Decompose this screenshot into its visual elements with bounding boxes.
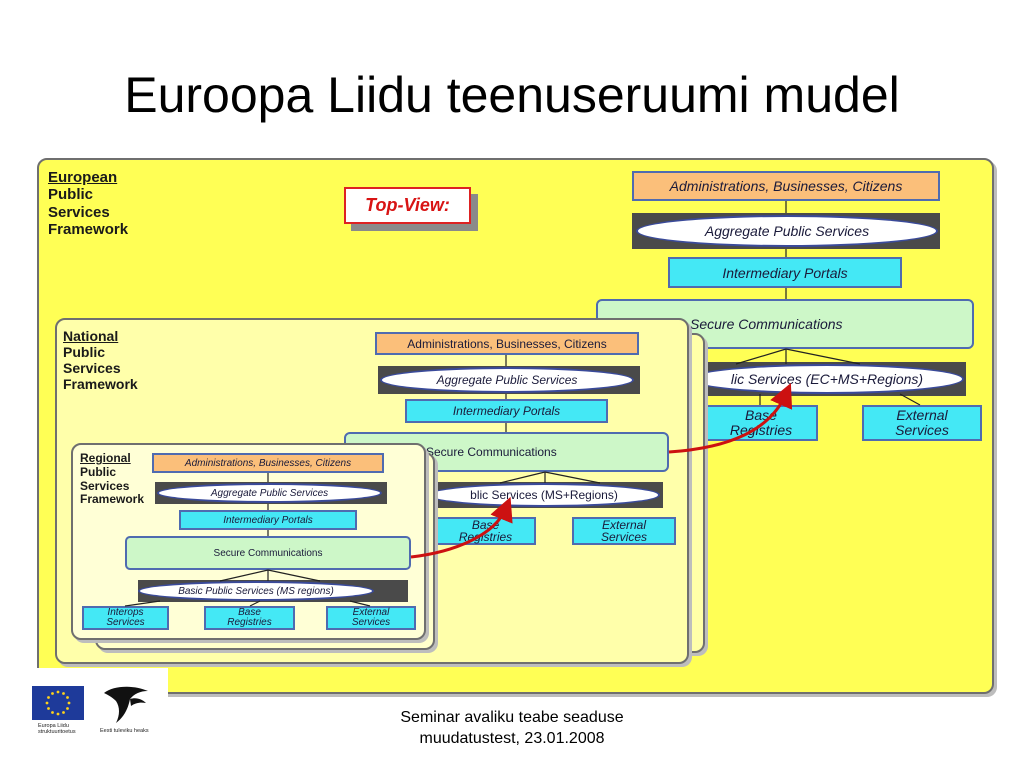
eu-intermediary-portals: Intermediary Portals — [668, 257, 902, 288]
national-intermediary-portals: Intermediary Portals — [405, 399, 608, 423]
footer-line: muudatustest, 23.01.2008 — [419, 729, 605, 747]
european-label-line: European — [48, 169, 118, 186]
regional-framework-label: Regional Public Services Framework — [80, 451, 145, 507]
regional-interops-services: Interops Services — [82, 606, 169, 630]
european-label-line: Framework — [48, 220, 129, 238]
eu-caption-line: Europa Liidu — [38, 723, 69, 729]
national-label-line: National — [63, 328, 119, 344]
national-external-services: External Services — [572, 517, 676, 545]
european-label-line: Services — [48, 203, 110, 221]
eu-flag-logo — [32, 686, 84, 720]
eu-aggregate-services: Aggregate Public Services — [636, 215, 938, 247]
top-view-badge: Top-View: — [344, 187, 471, 224]
eu-stars-icon — [45, 690, 71, 716]
national-label-line: Services — [63, 360, 121, 377]
regional-base-registries: Base Registries — [204, 606, 295, 630]
regional-label-line: Framework — [80, 492, 145, 507]
estonia-swallow-logo-icon — [104, 686, 148, 723]
regional-label-line: Public — [80, 464, 117, 479]
regional-label-line: Regional — [80, 451, 131, 465]
regional-intermediary-portals: Intermediary Portals — [179, 510, 357, 530]
regional-secure-communications: Secure Communications — [125, 536, 411, 570]
eu-caption-line: struktuuritoetus — [38, 729, 76, 736]
eu-citizens-box: Administrations, Businesses, Citizens — [632, 171, 940, 201]
regional-label-line: Services — [80, 478, 130, 493]
european-framework-label: European Public Services Framework — [48, 169, 128, 238]
national-label-line: Framework — [63, 376, 138, 393]
footer-text: Seminar avaliku teabe seaduse muudatuste… — [352, 708, 672, 750]
regional-basic-public-services: Basic Public Services (MS regions) — [138, 581, 374, 601]
national-label-line: Public — [63, 344, 106, 361]
national-framework-label: National Public Services Framework — [63, 328, 138, 392]
footer-line: Seminar avaliku teabe seaduse — [400, 709, 624, 726]
regional-external-services: External Services — [326, 606, 416, 630]
slide-title: Euroopa Liidu teenuseruumi mudel — [124, 67, 900, 123]
logo-area — [0, 668, 168, 768]
regional-aggregate-services: Aggregate Public Services — [157, 483, 382, 503]
eu-basic-public-services: lic Services (EC+MS+Regions) — [690, 364, 964, 394]
estonia-logo-caption: Eesti tuleviku heaks — [100, 728, 149, 734]
european-label-line: Public — [48, 186, 94, 204]
eu-logo-caption: Europa Liidu struktuuritoetus — [38, 723, 76, 736]
eu-base-registries: Base Registries — [704, 405, 818, 441]
national-citizens-box: Administrations, Businesses, Citizens — [375, 332, 639, 355]
eu-external-services: External Services — [862, 405, 982, 441]
regional-citizens-box: Administrations, Businesses, Citizens — [152, 453, 384, 473]
national-basic-public-services: blic Services (MS+Regions) — [428, 483, 660, 507]
national-base-registries: Base Registries — [435, 517, 536, 545]
national-aggregate-services: Aggregate Public Services — [380, 367, 634, 393]
